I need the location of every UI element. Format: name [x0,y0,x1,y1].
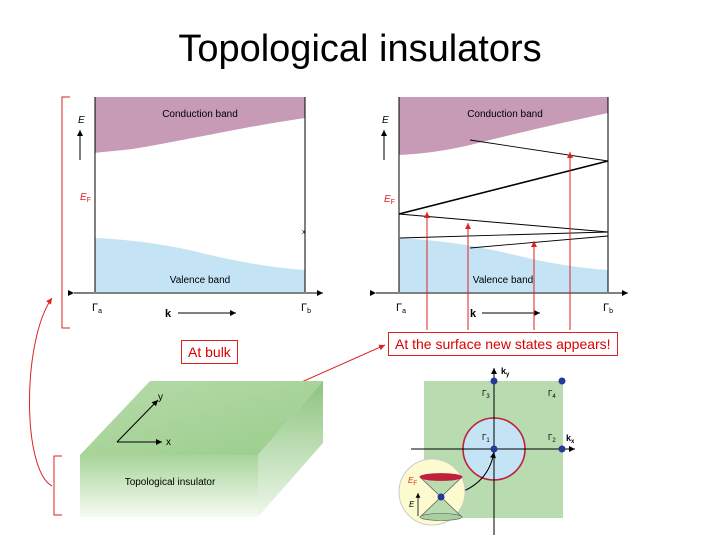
ky-label: ky [501,366,510,378]
valence-band-label-right: Valence band [473,275,533,286]
slab-y-label: y [158,392,163,403]
slab-x-label: x [166,437,171,448]
dirac-cone-inset: EF E [398,451,496,526]
gamma-a-label: Γa [92,302,102,315]
conduction-band-region-right [399,97,608,155]
conduction-band-region [95,97,305,153]
energy-label: E [78,115,85,126]
gamma-3-point [490,377,498,385]
k-label: k [165,308,172,320]
slab-side-face [258,381,323,517]
conduction-band-label-right: Conduction band [467,109,543,120]
slab-label: Topological insulator [125,477,216,488]
stray-mark: x [302,229,306,236]
valence-band-label: Valence band [170,275,230,286]
bottom-bracket [53,455,62,516]
upper-cone-rim [419,473,463,481]
dirac-point [437,493,445,501]
cone-fermi-label: EF [408,476,417,487]
gamma-3-label: Γ3 [482,389,490,400]
gamma-b-label-right: Γb [603,302,613,315]
kx-label: kx [566,433,575,445]
fermi-level-label: EF [80,192,91,204]
energy-label-right: E [382,115,389,126]
gamma-b-label: Γb [301,302,311,315]
gamma-4-point [558,377,566,385]
slab-y-axis [116,399,159,443]
bracket-connector [29,297,53,487]
k-label-right: k [470,308,477,320]
valence-band-region-right [399,238,608,292]
surface-state-lines [398,139,609,249]
at-bulk-callout: At bulk [181,340,238,364]
slab-front-face [80,455,258,517]
surface-states-callout: At the surface new states appears! [388,332,618,356]
gamma-1-point [490,445,498,453]
band-diagram-bulk: E EF Conduction band Valence band Γa Γb … [68,97,323,320]
gamma-a-label-right: Γa [396,302,406,315]
slab-top-face [80,381,323,455]
valence-band-region [95,238,305,292]
lower-cone-rim [419,513,463,521]
gamma-1-label: Γ1 [482,433,490,444]
gamma-2-point [558,445,566,453]
topological-insulator-slab: y x Topological insulator [80,381,323,517]
fermi-level-label-right: EF [384,194,395,206]
conduction-band-label: Conduction band [162,109,238,120]
gamma-4-label: Γ4 [548,389,556,400]
band-diagram-surface: E EF Conduction band Valence band Γa Γb … [370,97,628,330]
top-bracket [61,96,70,329]
transition-arrows [424,152,573,330]
gamma-2-label: Γ2 [548,433,556,444]
slide-title: Topological insulators [178,28,542,70]
cone-energy-label: E [409,500,415,509]
